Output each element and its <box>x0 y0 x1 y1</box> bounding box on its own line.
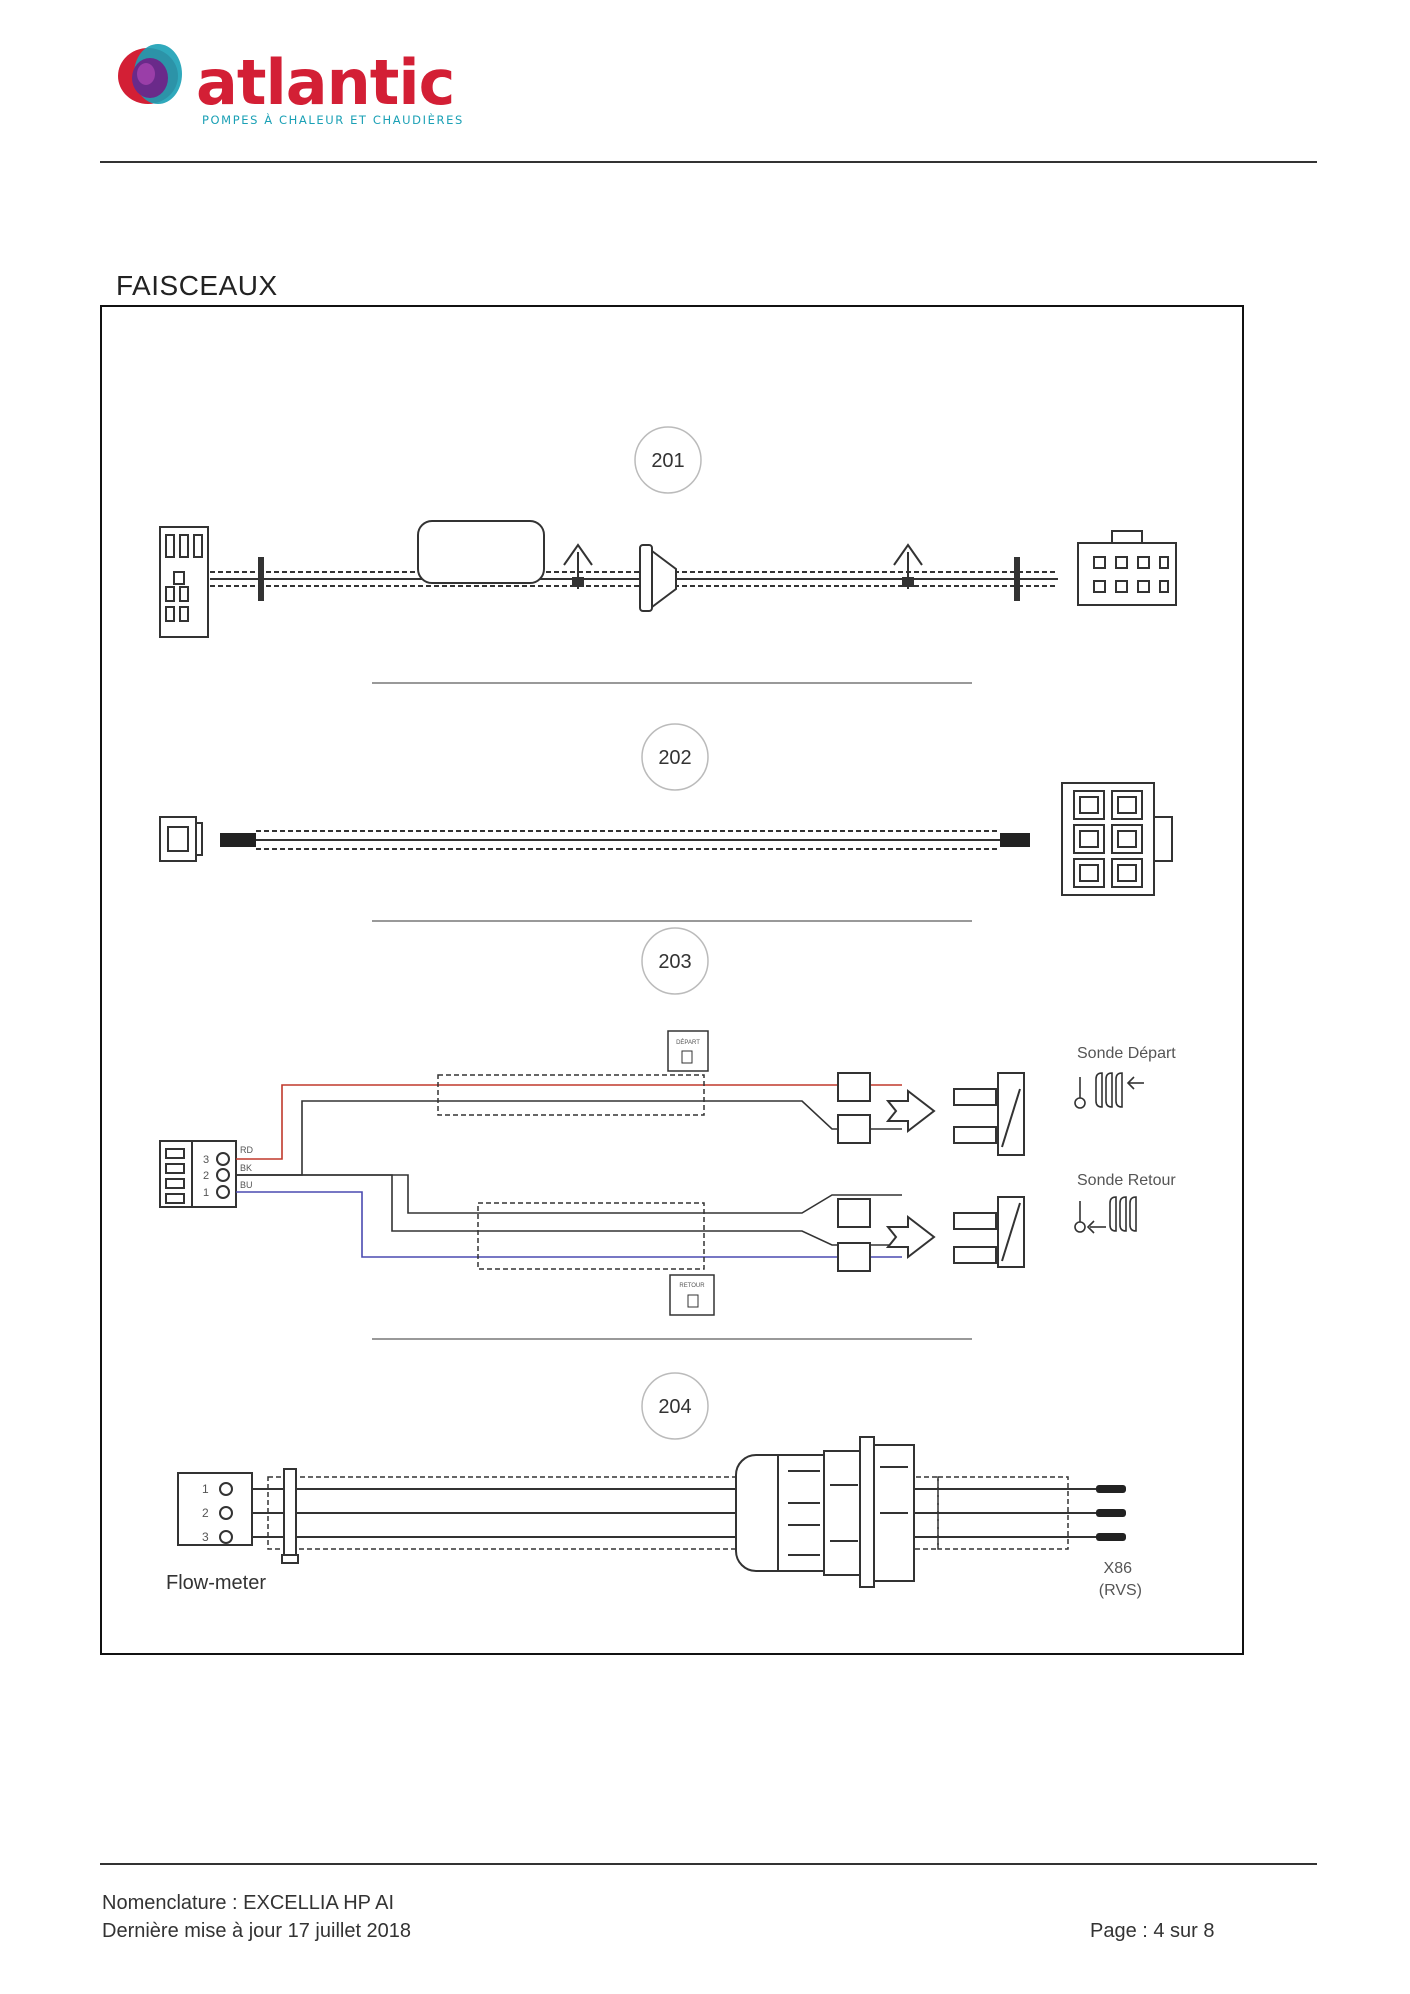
arrow-depart-icon <box>885 1088 936 1134</box>
harness-204-clamp <box>281 1468 299 1564</box>
wire-bu-label: BU <box>240 1180 253 1190</box>
probe-retour-label: Sonde Retour <box>1077 1172 1176 1189</box>
tag-retour: RETOUR <box>669 1274 715 1316</box>
harness-204-badge <box>641 1372 709 1440</box>
brand-tagline: POMPES À CHALEUR ET CHAUDIÈRES <box>202 112 464 127</box>
sensor-depart-icon <box>1074 1072 1144 1109</box>
sleeve-retour <box>477 1202 705 1270</box>
harness-203-connector <box>159 1140 237 1208</box>
harness-203-arrows <box>885 1088 936 1260</box>
probe-depart-label: Sonde Départ <box>1077 1045 1176 1062</box>
probe-depart <box>953 1072 1025 1156</box>
harness-201-grommet <box>639 544 677 612</box>
harness-201-left-connector <box>159 526 209 638</box>
sensor-retour-icon <box>1074 1196 1137 1234</box>
harness-202-cable <box>256 830 1000 850</box>
flow-meter-label: Flow-meter <box>166 1572 266 1594</box>
wire-rd-label: RD <box>240 1145 253 1155</box>
flow-pin-1: 1 <box>202 1482 209 1496</box>
harness-diagram-frame: 201 <box>100 305 1244 1655</box>
footer-updated: Dernière mise à jour 17 juillet 2018 <box>102 1920 412 1942</box>
harness-201-tie-left <box>258 557 264 601</box>
wire-black-retour <box>236 1174 902 1214</box>
section-title: FAISCEAUX <box>116 270 278 301</box>
harness-202-badge <box>641 723 709 791</box>
atlantic-logo: atlantic POMPES À CHALEUR ET CHAUDIÈRES <box>110 34 490 134</box>
wire-ends <box>1096 1485 1126 1541</box>
harness-201-clip-right-body <box>902 577 914 587</box>
pin-3-label: 3 <box>203 1154 209 1166</box>
harness-203-number: 203 <box>658 951 691 973</box>
cable-gland <box>735 1436 915 1588</box>
harness-201-cable <box>210 571 1058 587</box>
harness-202-number: 202 <box>658 747 691 769</box>
wire-bk-label: BK <box>240 1163 252 1173</box>
harness-201-clip-left-body <box>572 577 584 587</box>
flow-meter-connector <box>177 1472 253 1546</box>
wire-red <box>236 1084 902 1160</box>
footer-nomenclature: Nomenclature : EXCELLIA HP AI <box>102 1892 395 1914</box>
flow-pin-3: 3 <box>202 1530 209 1544</box>
footer-page-number: Page : 4 sur 8 <box>1090 1920 1215 1942</box>
sleeve-depart <box>437 1074 705 1116</box>
harness-202: 202 <box>159 723 1173 922</box>
wire-black-depart <box>236 1100 902 1176</box>
harness-diagram: 201 <box>159 426 1177 1599</box>
tag-retour-text: RETOUR <box>679 1283 705 1289</box>
logo-swirl-icon <box>118 44 182 104</box>
wire-blue <box>236 1191 902 1258</box>
harness-201-right-connector <box>1077 530 1177 606</box>
harness-201: 201 <box>159 426 1177 684</box>
arrow-retour-icon <box>885 1214 936 1260</box>
brand-name: atlantic <box>196 46 454 119</box>
harness-201-filter <box>417 520 545 584</box>
harness-202-right-connector <box>1061 782 1173 896</box>
pin-2-label: 2 <box>203 1170 209 1182</box>
footer-divider <box>100 1863 1317 1865</box>
flow-pin-2: 2 <box>202 1506 209 1520</box>
terminal-label: X86 <box>1104 1560 1133 1577</box>
harness-202-boot-right <box>1000 833 1030 847</box>
tag-depart: DÉPART <box>667 1030 709 1072</box>
wire-black-retour-2 <box>236 1174 902 1246</box>
tag-depart-text: DÉPART <box>676 1039 700 1046</box>
header-divider <box>100 161 1317 163</box>
harness-204: 204 1 2 3 <box>166 1372 1142 1599</box>
probe-retour <box>953 1196 1025 1268</box>
harness-203-terminals <box>837 1072 871 1272</box>
harness-203-badge <box>641 927 709 995</box>
harness-204-number: 204 <box>658 1396 691 1418</box>
terminal-sub-label: (RVS) <box>1099 1582 1142 1599</box>
harness-201-number: 201 <box>651 450 684 472</box>
pin-1-label: 1 <box>203 1187 209 1199</box>
harness-202-boot-left <box>220 833 256 847</box>
harness-204-cable <box>252 1488 1112 1538</box>
harness-204-sleeve-end <box>937 1476 1069 1550</box>
logo-mark: atlantic POMPES À CHALEUR ET CHAUDIÈRES <box>118 44 464 127</box>
harness-202-left-connector <box>159 816 203 862</box>
harness-201-tie-right <box>1014 557 1020 601</box>
harness-201-badge <box>634 426 702 494</box>
harness-203: 203 3 2 1 RD BK BU DÉPART <box>159 927 1176 1340</box>
